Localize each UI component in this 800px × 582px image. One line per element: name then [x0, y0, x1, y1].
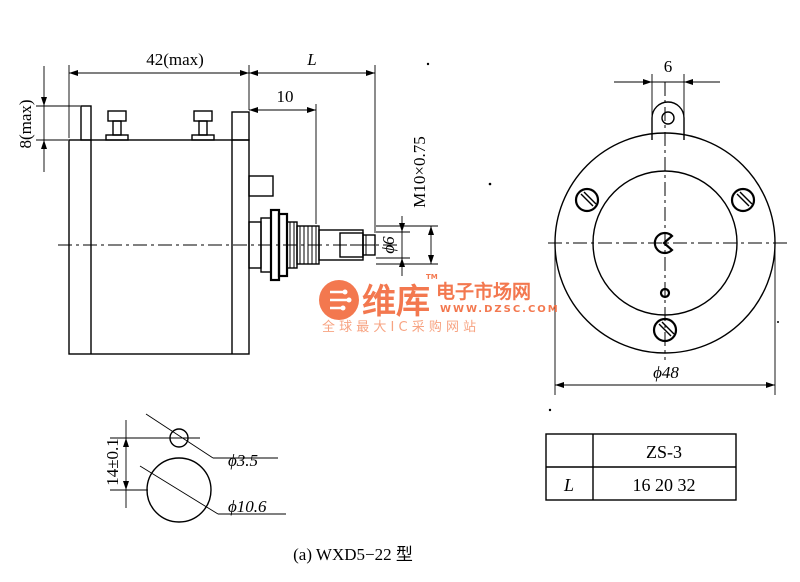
- front-screw-left: [574, 187, 600, 213]
- scan-speckles: [426, 62, 779, 412]
- watermark-url: WWW.DZSC.COM: [440, 304, 560, 315]
- shaft-end: [653, 231, 674, 255]
- dim-dia-label: ϕ48: [653, 363, 679, 382]
- watermark-logo-icon: [319, 280, 359, 320]
- dim-42max: [68, 65, 250, 138]
- dim-shaft-len-label: L: [306, 50, 316, 69]
- dim-shaft-dia: [376, 216, 410, 276]
- dim-thread: [376, 225, 438, 265]
- table-row-values: 16 20 32: [633, 475, 696, 495]
- mounting-bracket: [80, 105, 92, 141]
- dim-small-hole-label: ϕ3.5: [228, 451, 258, 470]
- terminal-screw-left: [105, 110, 129, 141]
- dim-tab-label: 6: [664, 57, 673, 76]
- watermark-slogan: 全 球 最 大 I C 采 购 网 站: [322, 319, 476, 335]
- dim-flat-label: 10: [277, 87, 294, 106]
- dim-10: [249, 104, 317, 224]
- watermark-name: 电子市场网: [436, 280, 531, 303]
- dim-bracket-label: 8(max): [16, 99, 35, 148]
- table-row-label: L: [563, 475, 574, 495]
- dim-L: [249, 65, 376, 233]
- terminal-screw-right: [191, 110, 215, 141]
- watermark-brand: 维库: [362, 282, 430, 322]
- front-screw-right: [730, 187, 756, 213]
- dim-48: [554, 248, 776, 395]
- body-outline: [68, 139, 250, 355]
- dim-thread-label: M10×0.75: [410, 136, 429, 207]
- figure-caption: (a) WXD5−22 型: [293, 545, 413, 564]
- locating-pin: [248, 175, 274, 197]
- watermark: 维库 电子市场网 WWW.DZSC.COM TM 全 球 最 大 I C 采 购…: [319, 273, 560, 335]
- mounting-tab: [651, 101, 685, 140]
- rear-plate: [231, 111, 250, 141]
- dim-shaft-dia-label: ϕ6: [379, 236, 398, 254]
- spec-table: ZS-3 L 16 20 32: [545, 433, 737, 501]
- hole-pattern-view: 14±0.1 ϕ3.5 ϕ10.6: [103, 413, 286, 523]
- dim-8max: [36, 66, 80, 172]
- dim-large-hole-label: ϕ10.6: [228, 497, 267, 516]
- dim-width-label: 42(max): [146, 50, 204, 69]
- side-view: 42(max) L 10 8(max) M10×0.75 ϕ6: [16, 50, 438, 355]
- table-header: ZS-3: [646, 442, 682, 462]
- tab-hole: [661, 111, 675, 125]
- dim-6: [614, 74, 720, 118]
- front-view: 6 ϕ48: [548, 57, 788, 395]
- watermark-tm: TM: [426, 273, 438, 281]
- dim-spacing-label: 14±0.1: [103, 438, 122, 486]
